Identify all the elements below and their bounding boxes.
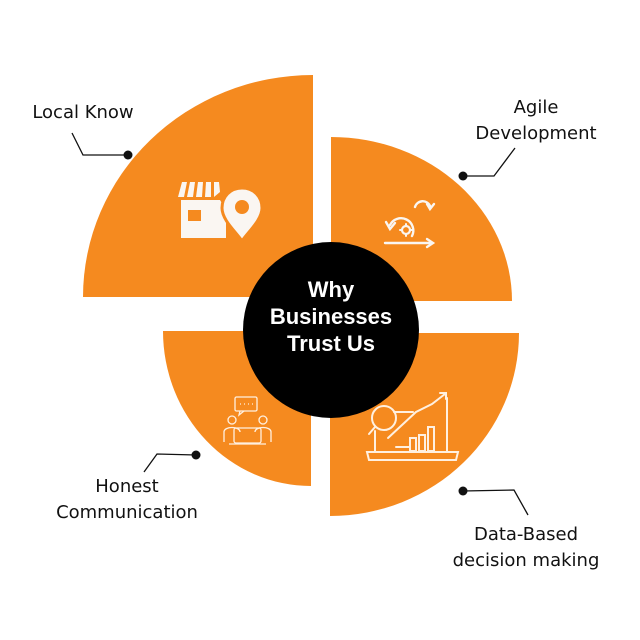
center-title-line-3: Trust Us xyxy=(286,331,376,356)
label-agile-line-1: Agile xyxy=(513,97,559,118)
store-location-icon xyxy=(178,182,264,244)
label-data-line-1: Data-Based xyxy=(473,524,579,545)
label-local-know-line-1: Local Know xyxy=(32,102,134,123)
connector-dot-data-based xyxy=(458,486,468,496)
meeting-chat-icon xyxy=(223,396,272,445)
connector-agile-development xyxy=(463,147,516,177)
center-circle xyxy=(243,242,419,418)
connector-dot-agile-development xyxy=(458,171,468,181)
connector-local-know xyxy=(71,132,128,156)
center-title: Why Businesses Trust Us xyxy=(243,276,419,357)
label-agile-line-2: Development xyxy=(475,123,597,144)
center-title-line-2: Businesses xyxy=(269,304,393,329)
connector-data-based xyxy=(462,489,529,516)
label-data-line-2: decision making xyxy=(452,550,600,571)
label-honest-line-1: Honest xyxy=(95,476,159,497)
connector-honest-communication xyxy=(143,453,197,473)
agile-cycle-gear-icon xyxy=(383,200,436,249)
label-data-based-decision-making: Data-Based decision making xyxy=(440,522,612,574)
label-local-know: Local Know xyxy=(24,100,142,126)
label-honest-line-2: Communication xyxy=(56,502,198,523)
connector-dot-honest-communication xyxy=(191,450,201,460)
center-title-line-1: Why xyxy=(307,277,355,302)
label-agile-development: Agile Development xyxy=(470,95,602,147)
analytics-laptop-icon xyxy=(365,392,460,461)
connector-dot-local-know xyxy=(123,150,133,160)
label-honest-communication: Honest Communication xyxy=(40,474,214,526)
